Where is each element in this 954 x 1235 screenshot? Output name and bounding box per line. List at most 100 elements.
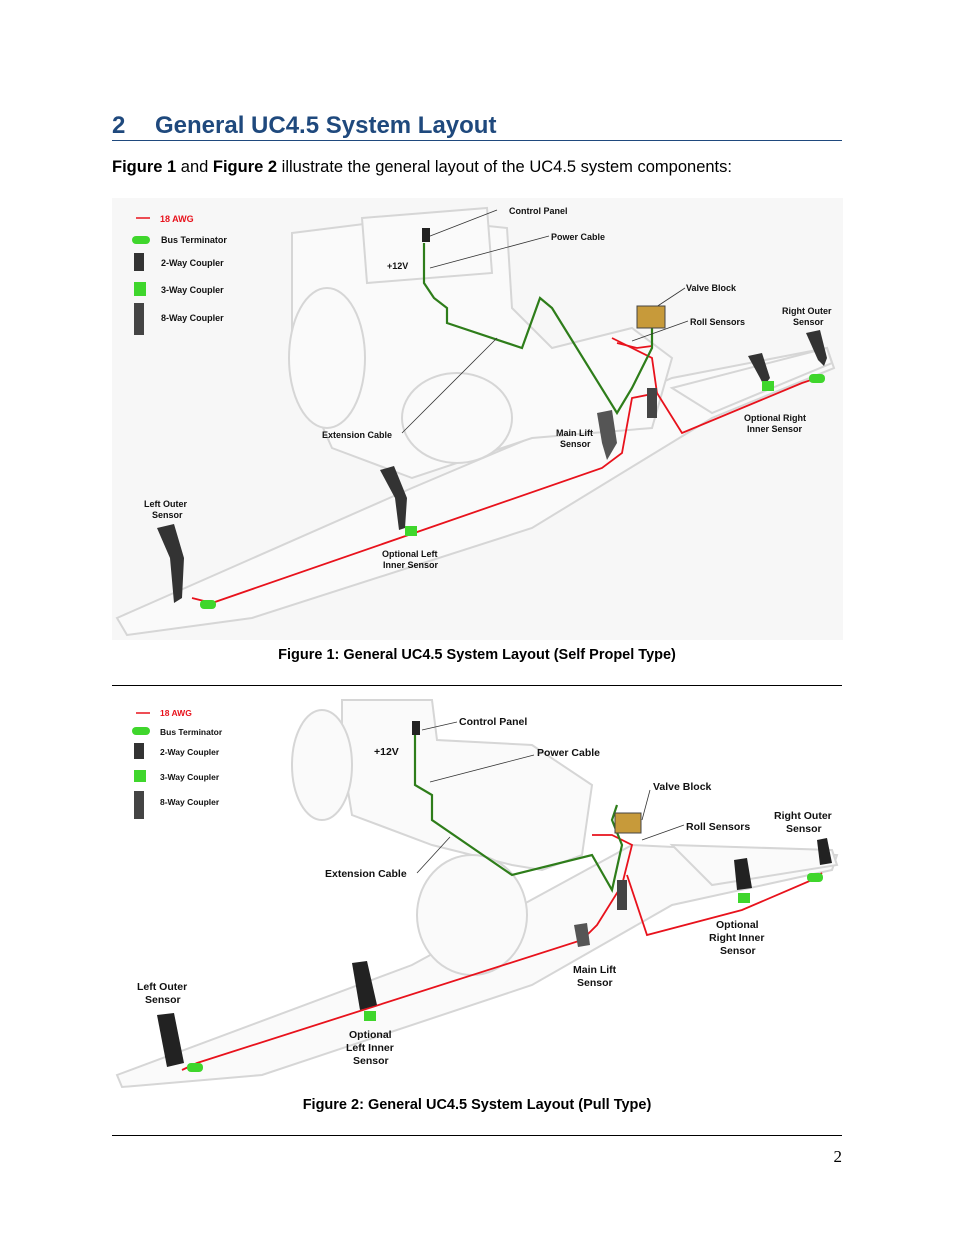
label-main-lift-2-2: Sensor [577,977,613,989]
left-inner-sensor-icon [380,466,407,530]
label-roll-sensors: Roll Sensors [690,317,745,327]
main-lift-sensor-icon [597,410,617,460]
label-right-outer-1: Right Outer [782,306,832,316]
bus-terminator-right-icon-2 [807,873,823,882]
label-left-outer-1-2: Left Outer [137,981,187,993]
label-left-outer-1: Left Outer [144,499,187,509]
label-opt-right-inner-1-2: Optional [716,919,759,931]
eight-way-coupler-icon [647,388,657,418]
left-outer-sensor-icon-2 [157,1013,184,1067]
label-opt-right-inner-3-2: Sensor [720,945,756,957]
label-main-lift-1-2: Main Lift [573,964,617,976]
label-plus12v-2: +12V [374,746,399,758]
legend-bus-terminator-2: Bus Terminator [160,727,223,737]
figure-1-legend: 18 AWG Bus Terminator 2-Way Coupler 3-Wa… [132,214,227,335]
legend-bus-terminator: Bus Terminator [161,235,227,245]
footer-divider [112,1135,842,1136]
bus-terminator-right-icon [809,374,825,383]
left-inner-sensor-icon-2 [352,961,377,1010]
eight-way-coupler-legend-icon [134,303,144,335]
label-valve-block-2: Valve Block [653,781,712,793]
bus-terminator-left-icon-2 [187,1063,203,1072]
legend-three-way: 3-Way Coupler [161,285,224,295]
intro-paragraph: Figure 1 and Figure 2 illustrate the gen… [112,158,732,177]
three-way-coupler-legend-icon [134,282,146,296]
label-roll-sensors-2: Roll Sensors [686,821,750,833]
two-way-coupler-legend-icon [134,253,144,271]
legend-two-way: 2-Way Coupler [161,258,224,268]
page-number: 2 [833,1147,843,1166]
section-number: 2 [112,112,126,139]
three-way-coupler-legend-icon-2 [134,770,146,782]
left-outer-sensor-icon [157,524,184,603]
label-main-lift-2: Sensor [560,439,591,449]
label-right-outer-2-2: Sensor [786,823,822,835]
label-power-cable-2: Power Cable [537,747,600,759]
figure-2-pull-type-layout: 18 AWG Bus Terminator 2-Way Coupler 3-Wa… [112,695,843,1090]
figure-1-labels: Control Panel Power Cable +12V Valve Blo… [144,206,832,570]
figure-1-self-propel-layout: 18 AWG Bus Terminator 2-Way Coupler 3-Wa… [112,198,843,640]
figure-2-caption: Figure 2: General UC4.5 System Layout (P… [302,1097,652,1113]
label-main-lift-1: Main Lift [556,428,593,438]
label-control-panel: Control Panel [509,206,568,216]
label-right-outer-2: Sensor [793,317,824,327]
sprayer-outline [115,206,836,637]
legend-three-way-2: 3-Way Coupler [160,772,220,782]
right-outer-sensor-icon [806,330,827,366]
bus-terminator-legend-icon-2 [132,727,150,735]
figure-1-caption: Figure 1: General UC4.5 System Layout (S… [278,647,676,663]
pull-sprayer-outline [115,699,839,1089]
label-right-outer-1-2: Right Outer [774,810,832,822]
eight-way-coupler-legend-icon-2 [134,791,144,819]
control-panel-icon-2 [412,721,420,735]
legend-18awg-2: 18 AWG [160,708,192,718]
eight-way-coupler-icon-2 [617,880,627,910]
leader-lines [401,209,689,434]
three-way-coupler-right-icon-2 [738,893,750,903]
main-lift-sensor-icon-2 [574,923,590,947]
legend-two-way-2: 2-Way Coupler [160,747,220,757]
label-extension-cable-2: Extension Cable [325,868,407,880]
label-left-outer-2-2: Sensor [145,994,181,1006]
legend-18awg: 18 AWG [160,214,194,224]
label-opt-right-inner-2: Inner Sensor [747,424,803,434]
two-way-coupler-legend-icon-2 [134,743,144,759]
section-title: General UC4.5 System Layout [155,112,497,139]
right-inner-sensor-icon [748,353,770,386]
label-valve-block: Valve Block [686,283,737,293]
label-opt-left-inner-1: Optional Left [382,549,438,559]
right-outer-sensor-icon-2 [817,838,832,865]
label-extension-cable: Extension Cable [322,430,392,440]
right-inner-sensor-icon-2 [734,858,752,890]
legend-eight-way-2: 8-Way Coupler [160,797,220,807]
bus-terminator-legend-icon [132,236,150,244]
valve-block-icon [636,305,666,329]
label-plus12v: +12V [387,261,408,271]
label-control-panel-2: Control Panel [459,716,527,728]
figure1-ref[interactable]: Figure 1 [112,158,177,176]
figure-2-diagram: 18 AWG Bus Terminator 2-Way Coupler 3-Wa… [112,695,843,1090]
label-left-outer-2: Sensor [152,510,183,520]
valve-block-icon-2 [614,812,642,834]
figure-1-diagram: 18 AWG Bus Terminator 2-Way Coupler 3-Wa… [112,198,843,640]
figure-2-labels: Control Panel Power Cable +12V Valve Blo… [137,716,832,1067]
green-extension-cable [422,243,654,416]
control-panel-icon [422,228,430,242]
bus-terminator-left-icon [200,600,216,609]
label-opt-left-inner-1-2: Optional [349,1029,392,1041]
figure-divider [112,685,842,686]
intro-rest: illustrate the general layout of the UC4… [277,158,732,176]
label-opt-right-inner-2-2: Right Inner [709,932,764,944]
figure-2-legend: 18 AWG Bus Terminator 2-Way Coupler 3-Wa… [132,708,223,819]
three-way-coupler-left-icon [405,526,417,536]
label-opt-left-inner-2: Inner Sensor [383,560,439,570]
section-heading: 2 General UC4.5 System Layout [112,110,842,141]
label-power-cable: Power Cable [551,232,605,242]
figure2-ref[interactable]: Figure 2 [212,158,278,176]
leader-lines-2 [416,721,685,874]
legend-eight-way: 8-Way Coupler [161,313,224,323]
label-opt-left-inner-2-2: Left Inner [346,1042,394,1054]
three-way-coupler-left-icon-2 [364,1011,376,1021]
three-way-coupler-right-icon [762,381,774,391]
label-opt-right-inner-1: Optional Right [744,413,806,423]
